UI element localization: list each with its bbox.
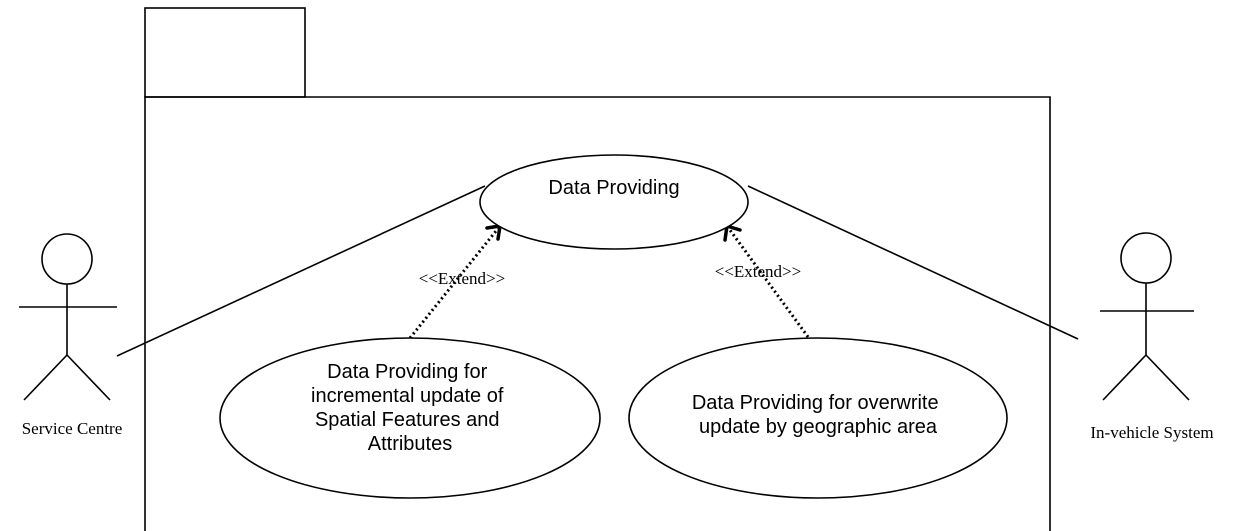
extend-right-relation (723, 224, 813, 342)
stick-figure-icon (1100, 232, 1194, 401)
association-in-vehicle-system (747, 185, 1079, 340)
use-case-label-line: incremental update of (311, 385, 504, 407)
use-case-ellipse (219, 337, 601, 499)
package-tab (144, 7, 306, 98)
actor-in-vehicle-system[interactable]: In-vehicle System (1090, 232, 1214, 442)
use-case-label: Data Providing (548, 177, 679, 199)
use-case-incremental-update[interactable]: Data Providing for incremental update of… (219, 337, 601, 499)
use-case-overwrite-update[interactable]: Data Providing for overwrite update by g… (628, 337, 1008, 499)
extend-left-label: <<Extend>> (419, 269, 506, 288)
stick-figure-icon (19, 233, 117, 401)
use-case-data-providing[interactable]: Data Providing (479, 154, 749, 250)
use-case-label-line: update by geographic area (699, 416, 938, 438)
association-service-centre (116, 185, 486, 357)
use-case-label: Data Providing for overwrite update by g… (692, 392, 944, 438)
extend-right-arrowhead (723, 224, 742, 242)
actor-service-centre[interactable]: Service Centre (19, 233, 123, 438)
use-case-label-line: Data Providing for overwrite (692, 392, 939, 414)
extend-right-line (725, 225, 813, 342)
package-body (144, 96, 1051, 531)
use-case-label-line: Data Providing for (327, 361, 487, 383)
use-case-label-line: Spatial Features and (315, 409, 500, 431)
extend-right-label: <<Extend>> (715, 262, 802, 281)
use-case-label: Data Providing for incremental update of… (311, 361, 509, 455)
use-case-label-line: Attributes (368, 433, 452, 455)
use-case-ellipse (628, 337, 1008, 499)
actor-label: In-vehicle System (1090, 423, 1213, 442)
use-case-ellipse (479, 154, 749, 250)
extend-left-line (408, 225, 502, 339)
package-frame (144, 7, 1051, 531)
actor-label: Service Centre (22, 419, 123, 438)
extend-left-arrowhead (485, 224, 502, 241)
